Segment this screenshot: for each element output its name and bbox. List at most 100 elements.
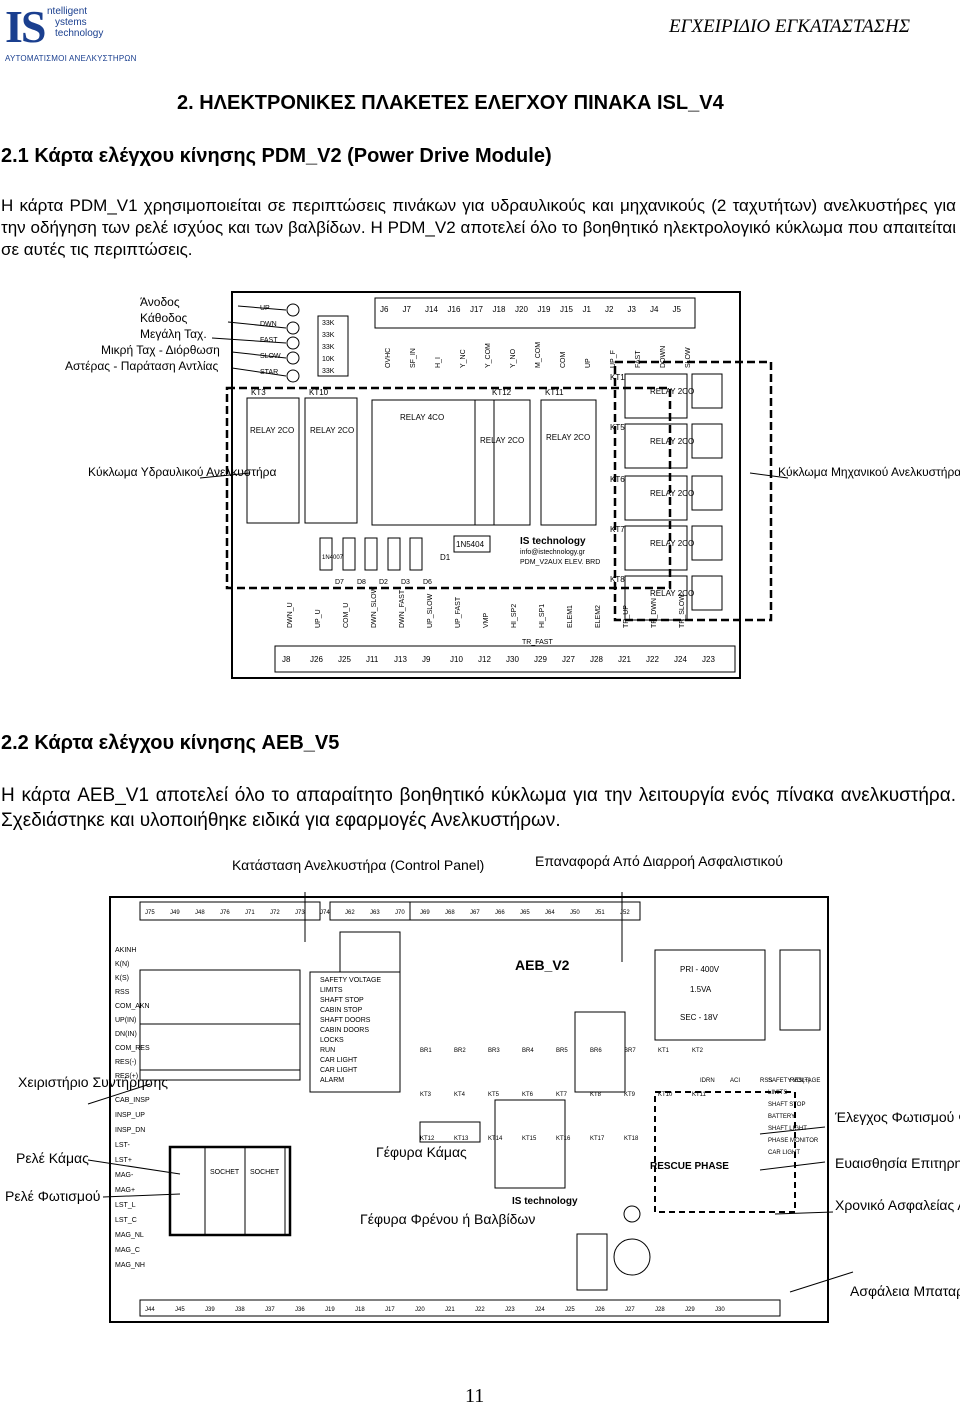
aeb-inspection-signal-11: MAG_NH xyxy=(115,1262,145,1269)
relay-kt11: KT11 xyxy=(545,388,564,397)
aeb-inspection-signal-10: MAG_C xyxy=(115,1247,140,1254)
right-relay-type-2: RELAY 2CO xyxy=(650,437,694,446)
right-relay-type-1: RELAY 2CO xyxy=(650,387,694,396)
pdm-diode-0: D7 xyxy=(335,579,344,586)
logo-tagline: ΑΥΤΟΜΑΤΙΣΜΟΙ ΑΝΕΛΚΥΣΤΗΡΩΝ xyxy=(5,54,137,63)
pdm-top-connector-8: J15 xyxy=(560,305,573,314)
pdm-bottom-signal-11: ELEM2 xyxy=(595,605,602,628)
transformer-sec: SEC - 18V xyxy=(680,1013,718,1022)
aeb-inspection-signal-8: LST_C xyxy=(115,1217,137,1224)
pdm-diode-1: D8 xyxy=(357,579,366,586)
aeb-status-item-9: CAR LIGHT xyxy=(320,1067,358,1074)
right-relay-kt7: KT7 xyxy=(610,525,625,534)
aeb-ref-11: KT5 xyxy=(488,1092,500,1098)
aeb-left-signal-8: RES(-) xyxy=(115,1059,136,1066)
pdm-bottom-connector-2: J25 xyxy=(338,655,351,664)
aeb-right-signal-0: SAFETY VOLTAGE xyxy=(768,1078,820,1084)
callout-voltage-monitor: Ευαισθησία Επιτηρητή Τάσης xyxy=(835,1155,960,1171)
pdm-bottom-signal-13: TR_DWN xyxy=(651,598,658,628)
aeb-bottom-connector-17: J28 xyxy=(655,1307,665,1313)
pdm-top-signal-0: OVHC xyxy=(385,348,392,368)
pdm-bottom-connector-12: J21 xyxy=(618,655,631,664)
aeb-top-connector-5: J72 xyxy=(270,910,280,916)
aeb-side-signal-3: RES(+) xyxy=(790,1078,810,1084)
aeb-bottom-connector-9: J20 xyxy=(415,1307,425,1313)
aeb-bottom-connector-3: J38 xyxy=(235,1307,245,1313)
pdm-bottom-connector-15: J23 xyxy=(702,655,715,664)
aeb-bottom-connector-1: J45 xyxy=(175,1307,185,1313)
pdm-top-connector-7: J19 xyxy=(538,305,551,314)
callout-high-speed: Μεγάλη Ταχ. xyxy=(140,327,207,341)
logo-wordmark: ntelligent ystems technology xyxy=(47,6,103,39)
logo-word-2: ystems xyxy=(55,17,87,28)
aeb-bottom-connector-11: J22 xyxy=(475,1307,485,1313)
aeb-status-item-1: LIMITS xyxy=(320,987,343,994)
pdm-top-connector-11: J3 xyxy=(628,305,637,314)
aeb-bottom-connector-14: J25 xyxy=(565,1307,575,1313)
document-title: ΕΓΧΕΙΡΙΔΙΟ ΕΓΚΑΤΑΣΤΑΣΗΣ xyxy=(669,16,910,37)
pdm-bottom-connector-9: J29 xyxy=(534,655,547,664)
aeb-ref-24: KT18 xyxy=(624,1136,639,1142)
aeb-inspection-signal-0: CAB_INSP xyxy=(115,1097,150,1104)
aeb-ref-15: KT9 xyxy=(624,1092,636,1098)
aeb-ref-4: BR5 xyxy=(556,1048,568,1054)
aeb-left-signal-6: DN(IN) xyxy=(115,1031,137,1038)
pdm-bottom-signal-6: UP_FAST xyxy=(455,596,462,628)
relay-type-1: RELAY 2CO xyxy=(250,426,294,435)
pdm-top-connector-10: J2 xyxy=(605,305,614,314)
subsection-1-paragraph: Η κάρτα PDM_V1 χρησιμοποιείται σε περιπτ… xyxy=(1,196,956,259)
aeb-ref-0: BR1 xyxy=(420,1048,432,1054)
pdm-bottom-signal-4: DWN_FAST xyxy=(399,589,406,628)
pdm-bottom-connector-8: J30 xyxy=(506,655,519,664)
label-brake-bridge: Γέφυρα Φρένου ή Βαλβίδων xyxy=(360,1211,535,1227)
aeb-inspection-signals: CAB_INSPINSP_UPINSP_DNLST-LST+MAG-MAG+LS… xyxy=(115,1097,150,1269)
aeb-ref-8: KT2 xyxy=(692,1048,704,1054)
pdm-pot-value-1: 33K xyxy=(322,332,335,339)
aeb-left-signal-4: COM_AKN xyxy=(115,1003,150,1010)
page-number: 11 xyxy=(465,1385,485,1407)
pdm-bottom-connector-10: J27 xyxy=(562,655,575,664)
logo-monogram: IS xyxy=(5,1,47,52)
aeb-inspection-signal-3: LST- xyxy=(115,1142,130,1149)
aeb-right-signal-2: SHAFT STOP xyxy=(768,1102,805,1108)
pdm-bottom-signal-7: VMP xyxy=(483,613,490,629)
transformer-va: 1.5VA xyxy=(690,985,712,994)
board-id: PDM_V2AUX ELEV. BRD xyxy=(520,559,600,566)
pdm-top-signal-12: SLOW xyxy=(685,347,692,368)
aeb-ref-13: KT7 xyxy=(556,1092,568,1098)
aeb-top-connector-16: J64 xyxy=(545,910,555,916)
pdm-bottom-signal-10: ELEM1 xyxy=(567,605,574,628)
aeb-top-connector-4: J71 xyxy=(245,910,255,916)
aeb-ref-18: KT12 xyxy=(420,1136,435,1142)
pdm-bottom-signal-9: HI_SP1 xyxy=(539,604,546,628)
aeb-top-connector-3: J76 xyxy=(220,910,230,916)
right-relay-kt5: KT5 xyxy=(610,423,625,432)
aeb-bottom-connector-19: J30 xyxy=(715,1307,725,1313)
aeb-top-connector-15: J65 xyxy=(520,910,530,916)
right-relay-type-3: RELAY 2CO xyxy=(650,489,694,498)
pdm-bottom-signal-2: COM_U xyxy=(343,603,350,628)
right-relay-kt8: KT8 xyxy=(610,575,625,584)
callout-up: Άνοδος xyxy=(140,295,180,309)
pdm-top-connector-5: J18 xyxy=(493,305,506,314)
callout-down: Κάθοδος xyxy=(140,311,187,325)
pdm-top-connector-13: J5 xyxy=(673,305,682,314)
pdm-diode-2: D2 xyxy=(379,579,388,586)
pdm-top-connector-1: J7 xyxy=(403,305,412,314)
pdm-top-signal-8: UP xyxy=(585,358,592,368)
aeb-left-signal-1: K(N) xyxy=(115,961,129,968)
aeb-status-item-10: ALARM xyxy=(320,1077,344,1084)
aeb-board-name: AEB_V2 xyxy=(515,957,570,973)
aeb-inspection-signal-1: INSP_UP xyxy=(115,1112,145,1119)
aeb-top-connector-17: J50 xyxy=(570,910,580,916)
aeb-top-connector-9: J63 xyxy=(370,910,380,916)
callout-low-speed: Μικρή Ταχ - Διόρθωση xyxy=(101,343,220,357)
aeb-top-connector-18: J51 xyxy=(595,910,605,916)
right-relay-type-4: RELAY 2CO xyxy=(650,539,694,548)
aeb-status-item-6: LOCKS xyxy=(320,1037,344,1044)
relay-kt10: KT10 xyxy=(309,388,329,397)
pdm-top-connector-3: J16 xyxy=(448,305,461,314)
